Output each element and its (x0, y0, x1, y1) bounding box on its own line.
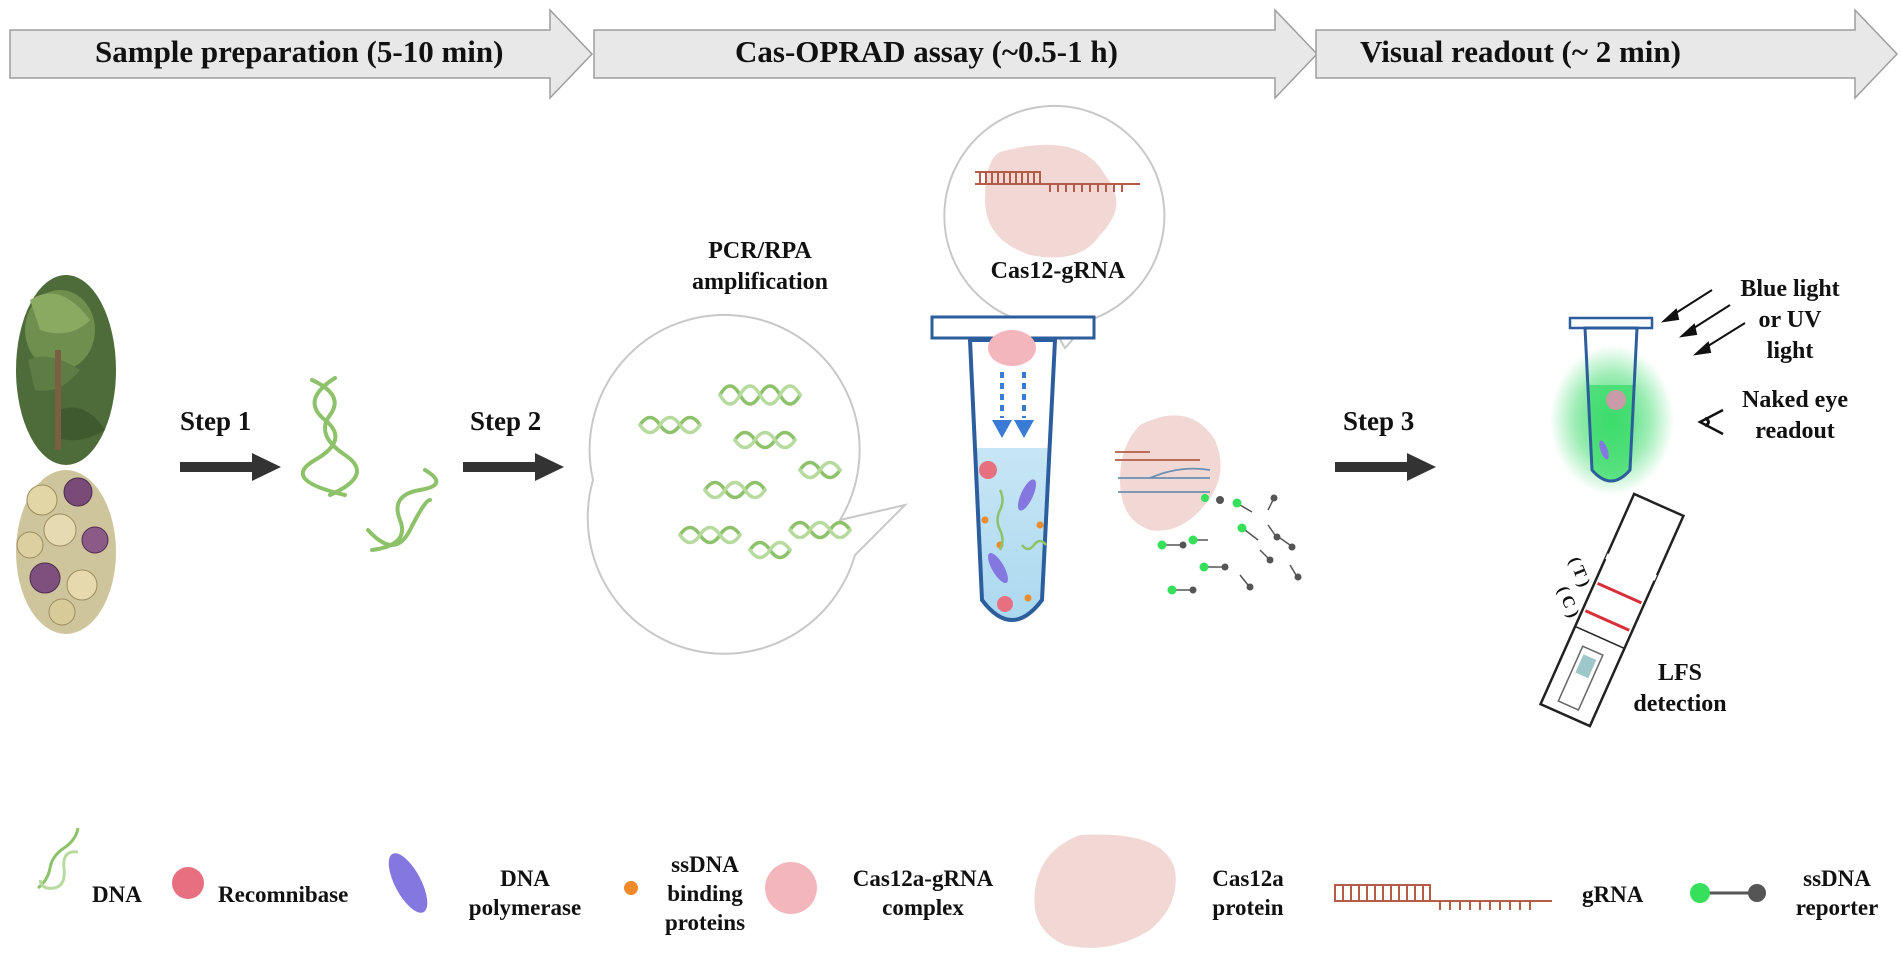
phase-arrow-visual-readout (1315, 8, 1899, 100)
infected-plant-photo (16, 275, 116, 465)
phase-label-sample-preparation: Sample preparation (5-10 min) (95, 34, 504, 69)
amplification-bubble (586, 313, 909, 655)
lfs-label: LFS detection (1633, 660, 1727, 717)
legend-ssdna-binding-protein-icon (624, 881, 638, 895)
light-label: Blue light or UV light (1740, 276, 1840, 364)
step3-label: Step 3 (1343, 406, 1415, 436)
step2-label: Step 2 (470, 406, 542, 436)
step1-label: Step 1 (180, 406, 252, 436)
step2-arrow (463, 453, 564, 481)
legend-label-ssdna-binding-proteins: ssDNA binding proteins (664, 852, 746, 935)
legend-label-dna: DNA (92, 882, 142, 907)
amplified-dna-icons (638, 384, 852, 560)
legend-recombinase-icon (172, 867, 204, 899)
legend-cas12a-grna-complex-icon (765, 862, 817, 914)
fluorescent-tube (1550, 316, 1674, 495)
phase-arrow-sample-preparation (9, 8, 594, 100)
legend-label-dna-polymerase: DNA polymerase (468, 866, 582, 920)
amplification-label: PCR/RPA amplification (692, 238, 828, 295)
legend-dna-polymerase-icon (388, 853, 428, 913)
legend-dna-icon (37, 827, 80, 890)
cas12-grna-bubble (943, 104, 1166, 350)
phase-arrow-cas-oprad-assay (593, 8, 1319, 100)
lateral-flow-strip (1538, 492, 1686, 728)
legend-label-grna: gRNA (1582, 882, 1644, 907)
step3-arrow (1335, 453, 1436, 481)
trans-cleavage-illustration (1115, 415, 1224, 531)
soybean-seeds-photo (16, 470, 116, 634)
legend-cas12a-protein-icon (1034, 834, 1176, 948)
cleaved-reporters (1157, 494, 1302, 595)
naked-eye-label: Naked eye readout (1742, 387, 1848, 444)
legend-label-recombinase: Recomnibase (218, 882, 349, 907)
extracted-dna-icon (300, 376, 439, 552)
step1-arrow (180, 453, 281, 481)
phase-label-cas-oprad-assay: Cas-OPRAD assay (~0.5-1 h) (735, 34, 1118, 69)
phase-label-visual-readout: Visual readout (~ 2 min) (1360, 34, 1681, 69)
legend-label-ssdna-reporter: ssDNA reporter (1795, 866, 1879, 920)
reaction-tube (930, 315, 1096, 622)
light-rays-icon (1660, 289, 1746, 356)
legend-label-cas12a-grna-complex: Cas12a-gRNA complex (852, 866, 994, 920)
eye-icon (1697, 408, 1724, 436)
legend-grna-icon (1334, 884, 1552, 910)
cas12-grna-label: Cas12-gRNA (990, 258, 1126, 284)
legend-ssdna-reporter-icon (1690, 883, 1766, 903)
legend-label-cas12a-protein: Cas12a protein (1212, 866, 1284, 920)
